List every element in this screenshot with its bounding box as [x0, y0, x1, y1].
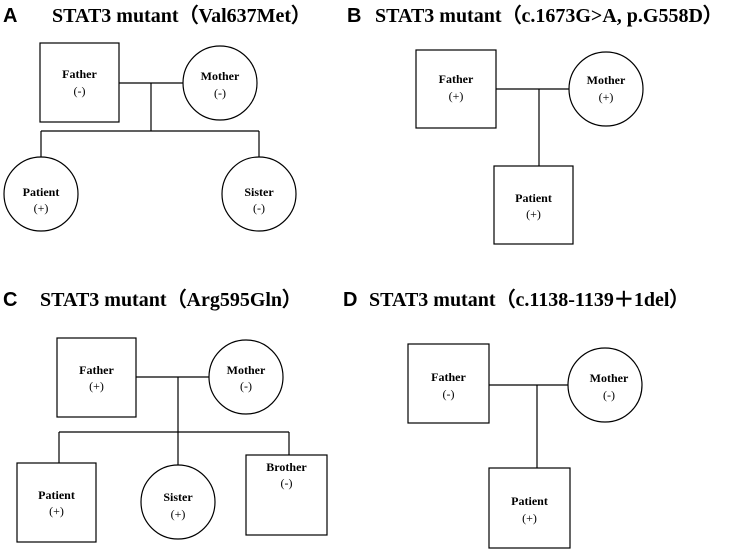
panel-d-father-name: Father: [431, 370, 466, 384]
panel-b-mother-name: Mother: [587, 73, 626, 87]
panel-c-father-name: Father: [79, 363, 114, 377]
panel-c-father-status: (+): [89, 379, 104, 393]
panel-b-patient-square: [493, 165, 574, 245]
panel-c-mother-status: (-): [240, 379, 252, 393]
panel-a-mother-name: Mother: [201, 69, 240, 83]
panel-a-father-status: (-): [74, 84, 86, 98]
panel-a-father-name: Father: [62, 67, 97, 81]
panel-b-patient-status: (+): [526, 207, 541, 221]
panel-c-sister-circle: [140, 464, 216, 540]
panel-c-brother-status: (-): [281, 476, 293, 490]
panel-a-title: STAT3 mutant（Val637Met）: [52, 4, 311, 27]
panel-c-patient-status: (+): [49, 504, 64, 518]
panel-c-father-square: [56, 337, 137, 418]
panel-c-patient-name: Patient: [38, 488, 75, 502]
panel-b-letter: B: [347, 5, 361, 27]
panel-b-title: STAT3 mutant（c.1673G>A, p.G558D）: [375, 4, 723, 27]
panel-d-title: STAT3 mutant（c.1138-1139＋1del）: [369, 288, 689, 311]
panel-b-father-status: (+): [449, 89, 464, 103]
panel-b-patient-name: Patient: [515, 191, 552, 205]
panel-a-patient-name: Patient: [23, 185, 60, 199]
panel-a-patient-circle: [3, 156, 79, 232]
panel-c: C STAT3 mutant（Arg595Gln） Father (+) Mot…: [3, 288, 328, 543]
panel-a-sister-circle: [221, 156, 297, 232]
panel-b-father-name: Father: [439, 72, 474, 86]
panel-d-mother-status: (-): [603, 388, 615, 402]
panel-d-patient-square: [488, 467, 571, 549]
panel-c-letter: C: [3, 289, 17, 311]
panel-c-patient-square: [16, 462, 97, 543]
panel-b-father-square: [415, 49, 497, 129]
panel-d-patient-status: (+): [522, 511, 537, 525]
panel-a-patient-status: (+): [34, 201, 49, 215]
panel-c-sister-status: (+): [171, 507, 186, 521]
panel-b-mother-status: (+): [599, 90, 614, 104]
panel-a-letter: A: [3, 5, 17, 27]
panel-d-patient-name: Patient: [511, 494, 548, 508]
panel-a-father-square: [39, 42, 120, 123]
panel-c-mother-name: Mother: [227, 363, 266, 377]
panel-d-father-status: (-): [443, 387, 455, 401]
panel-a-mother-circle: [182, 45, 258, 121]
panel-c-mother-circle: [208, 339, 284, 415]
panel-c-brother-name: Brother: [266, 460, 307, 474]
panel-c-brother-square: [245, 454, 328, 536]
panel-a-mother-status: (-): [214, 86, 226, 100]
panel-a-sister-name: Sister: [244, 185, 274, 199]
panel-b-mother-circle: [568, 51, 644, 127]
panel-c-sister-name: Sister: [163, 490, 193, 504]
panel-d: D STAT3 mutant（c.1138-1139＋1del） Father …: [343, 288, 689, 549]
panel-d-father-square: [407, 343, 490, 424]
panel-d-mother-name: Mother: [590, 371, 629, 385]
panel-d-letter: D: [343, 289, 357, 311]
panel-c-title: STAT3 mutant（Arg595Gln）: [40, 288, 302, 311]
panel-a: A STAT3 mutant（Val637Met） Father (-) Mot…: [3, 4, 311, 232]
panel-b: B STAT3 mutant（c.1673G>A, p.G558D） Fathe…: [347, 4, 723, 245]
panel-a-sister-status: (-): [253, 201, 265, 215]
panel-d-mother-circle: [567, 347, 643, 423]
